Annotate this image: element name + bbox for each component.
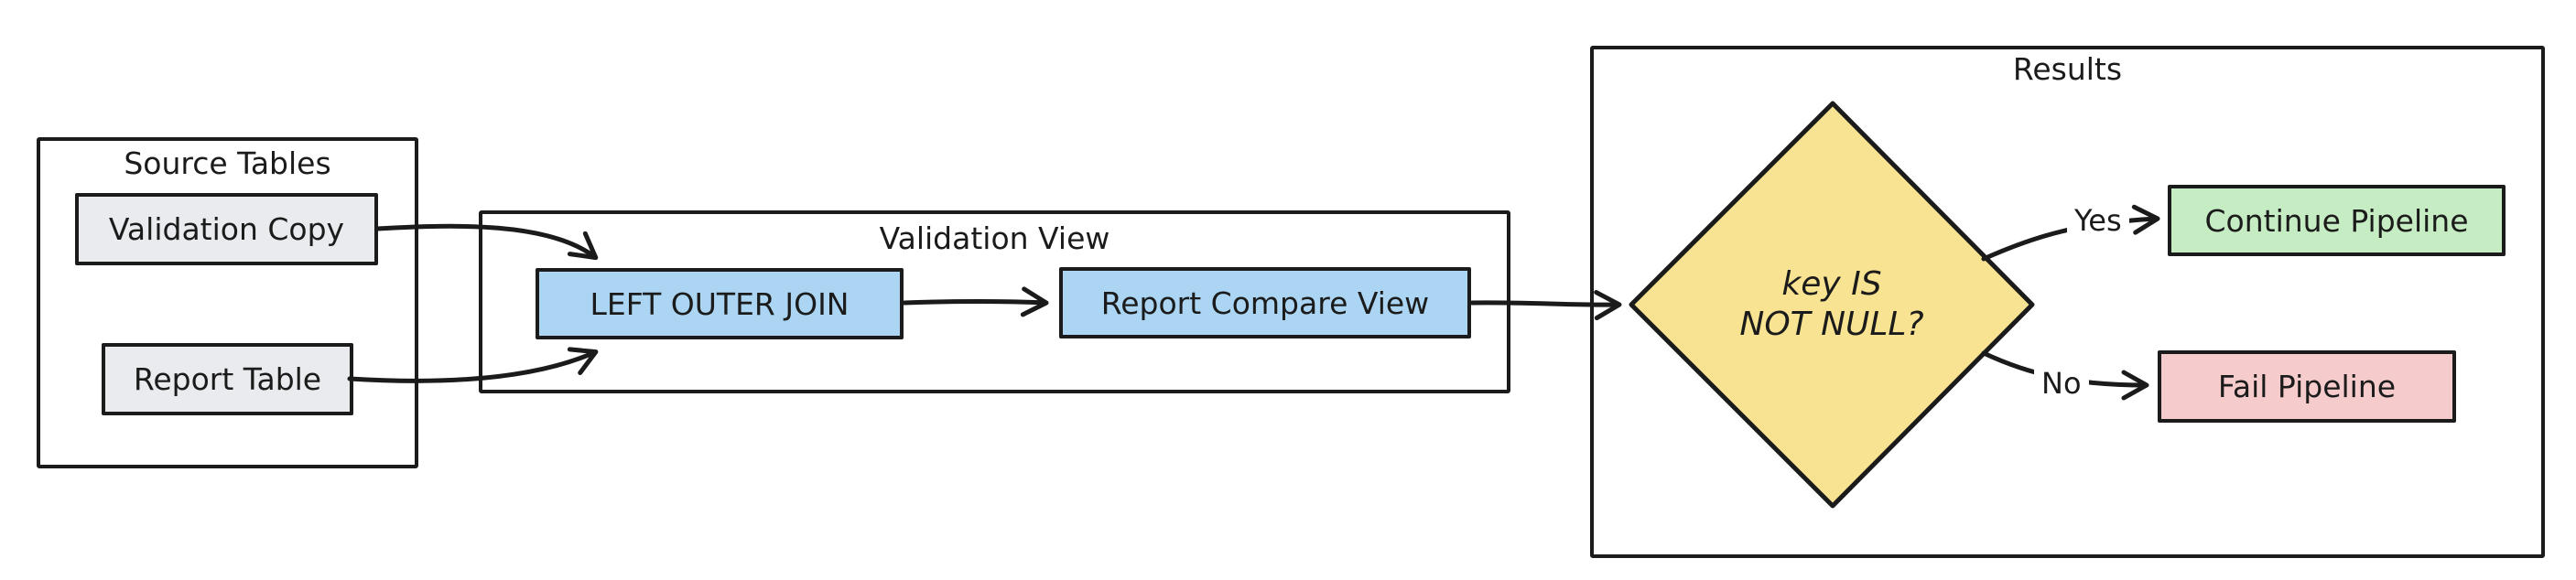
node-fail-pipeline: Fail Pipeline [2158, 350, 2456, 423]
node-validation-copy: Validation Copy [75, 193, 378, 265]
node-continue-pipeline: Continue Pipeline [2168, 185, 2506, 256]
validation-view-title: Validation View [879, 220, 1110, 256]
results-title: Results [2012, 51, 2123, 87]
source-tables-title: Source Tables [124, 145, 331, 181]
node-report-table: Report Table [102, 343, 353, 415]
yes-branch-label: Yes [2067, 203, 2129, 238]
results-group [1590, 46, 2545, 558]
source-tables-group [37, 137, 418, 468]
node-report-compare-view: Report Compare View [1059, 267, 1471, 338]
node-left-outer-join: LEFT OUTER JOIN [536, 268, 904, 339]
no-branch-label: No [2034, 366, 2089, 401]
